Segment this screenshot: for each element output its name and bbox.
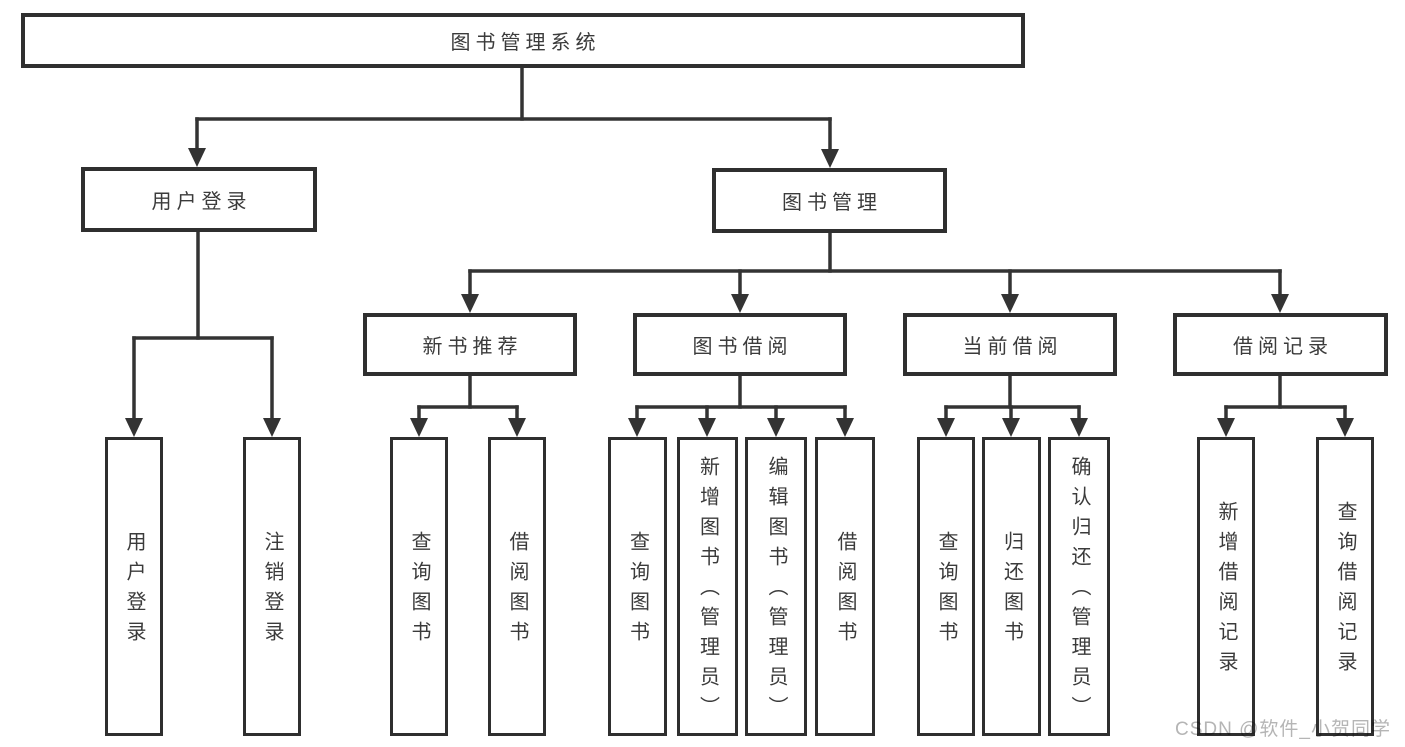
node-borrowing-records: 借阅记录: [1173, 313, 1388, 376]
leaf-logout: 注销登录: [243, 437, 301, 736]
leaf-query-books-1: 查询图书: [390, 437, 448, 736]
leaf-add-book-admin: 新增图书（管理员）: [677, 437, 738, 736]
csdn-watermark: CSDN @软件_小贺同学: [1175, 719, 1391, 740]
leaf-query-books-3: 查询图书: [917, 437, 975, 736]
leaf-borrow-books-1: 借阅图书: [488, 437, 546, 736]
node-current-borrowing: 当前借阅: [903, 313, 1117, 376]
leaf-query-borrow-record: 查询借阅记录: [1316, 437, 1374, 736]
leaf-confirm-return-admin: 确认归还（管理员）: [1048, 437, 1110, 736]
node-root: 图书管理系统: [21, 13, 1025, 68]
leaf-return-book: 归还图书: [982, 437, 1041, 736]
leaf-query-books-2: 查询图书: [608, 437, 667, 736]
leaf-borrow-books-2: 借阅图书: [815, 437, 875, 736]
node-user-login: 用户登录: [81, 167, 317, 232]
leaf-add-borrow-record: 新增借阅记录: [1197, 437, 1255, 736]
leaf-edit-book-admin: 编辑图书（管理员）: [745, 437, 807, 736]
node-new-book-recommend: 新书推荐: [363, 313, 577, 376]
node-book-management: 图书管理: [712, 168, 947, 233]
leaf-user-login: 用户登录: [105, 437, 163, 736]
node-book-borrowing: 图书借阅: [633, 313, 847, 376]
